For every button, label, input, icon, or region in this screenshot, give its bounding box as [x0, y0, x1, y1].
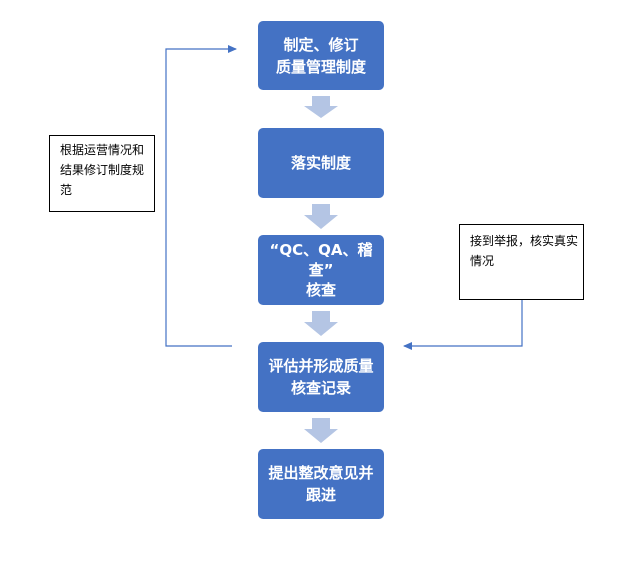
feedback-loop-connector: [165, 45, 237, 347]
step-3-line-1: “QC、QA、稽查”: [269, 241, 373, 279]
step-rectify-followup: 提出整改意见并 跟进: [258, 449, 384, 519]
down-arrow-4: [304, 418, 338, 443]
note-left-line-3: 范: [60, 183, 73, 197]
note-revise-policy: 根据运营情况和 结果修订制度规 范: [49, 135, 155, 212]
step-implement-policy: 落实制度: [258, 128, 384, 198]
step-evaluate-record: 评估并形成质量 核查记录: [258, 342, 384, 412]
step-2-line-1: 落实制度: [290, 154, 351, 172]
down-arrow-3: [304, 311, 338, 336]
down-arrow-1: [304, 96, 338, 118]
note-left-line-1: 根据运营情况和: [60, 143, 145, 157]
step-4-line-2: 核查记录: [290, 379, 351, 397]
step-5-line-1: 提出整改意见并: [268, 464, 374, 482]
step-3-line-2: 核查: [305, 281, 336, 299]
step-1-line-2: 质量管理制度: [275, 57, 366, 76]
step-formulate-policy: 制定、修订 质量管理制度: [258, 21, 384, 90]
note-left-line-2: 结果修订制度规: [60, 163, 145, 177]
step-qc-qa-audit: “QC、QA、稽查” 核查: [258, 235, 384, 305]
step-5-line-2: 跟进: [305, 486, 336, 504]
down-arrow-2: [304, 204, 338, 229]
report-connector: [403, 300, 523, 350]
note-right-line-2: 情况: [470, 254, 495, 268]
note-right-line-1: 接到举报，核实真实: [470, 234, 579, 248]
step-1-line-1: 制定、修订: [283, 35, 359, 54]
step-4-line-1: 评估并形成质量: [268, 357, 374, 375]
note-report-verify: 接到举报，核实真实 情况: [459, 224, 584, 300]
